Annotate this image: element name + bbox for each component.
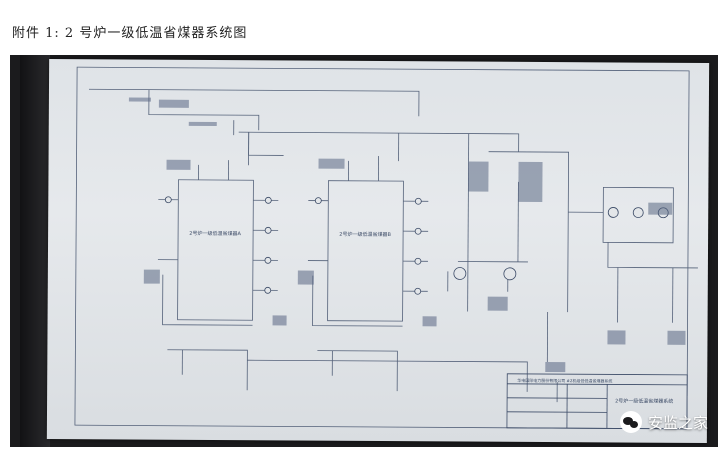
title-block-name: 2号炉一级低温省煤器系统 bbox=[615, 397, 673, 404]
sheet-border bbox=[74, 66, 690, 430]
drawing-sheet: 2号炉一级低温省煤器A 2号炉一级低温省煤器B 华电国际电力股份有限公司 #2机… bbox=[46, 58, 710, 444]
economizer-b-label: 2号炉一级低温省煤器B bbox=[339, 231, 391, 238]
watermark-text: 安监之家 bbox=[647, 413, 708, 432]
photographed-drawing: 2号炉一级低温省煤器A 2号炉一级低温省煤器B 华电国际电力股份有限公司 #2机… bbox=[10, 55, 718, 447]
title-block bbox=[506, 373, 688, 430]
pump-1 bbox=[453, 267, 467, 280]
watermark: 安监之家 bbox=[619, 411, 708, 433]
title-block-company: 华电国际电力股份有限公司 #2机组低低温省煤器系统 bbox=[517, 377, 612, 384]
paper-shadow bbox=[20, 55, 50, 447]
pump-2 bbox=[503, 267, 517, 281]
economizer-a-label: 2号炉一级低温省煤器A bbox=[189, 230, 241, 237]
wechat-icon bbox=[619, 411, 642, 433]
economizer-a-block bbox=[177, 179, 254, 321]
heater-group bbox=[602, 186, 674, 244]
economizer-b-block bbox=[327, 180, 404, 322]
page-caption: 附件 1: 2 号炉一级低温省煤器系统图 bbox=[12, 26, 248, 41]
system-diagram: 2号炉一级低温省煤器A 2号炉一级低温省煤器B 华电国际电力股份有限公司 #2机… bbox=[74, 66, 698, 430]
